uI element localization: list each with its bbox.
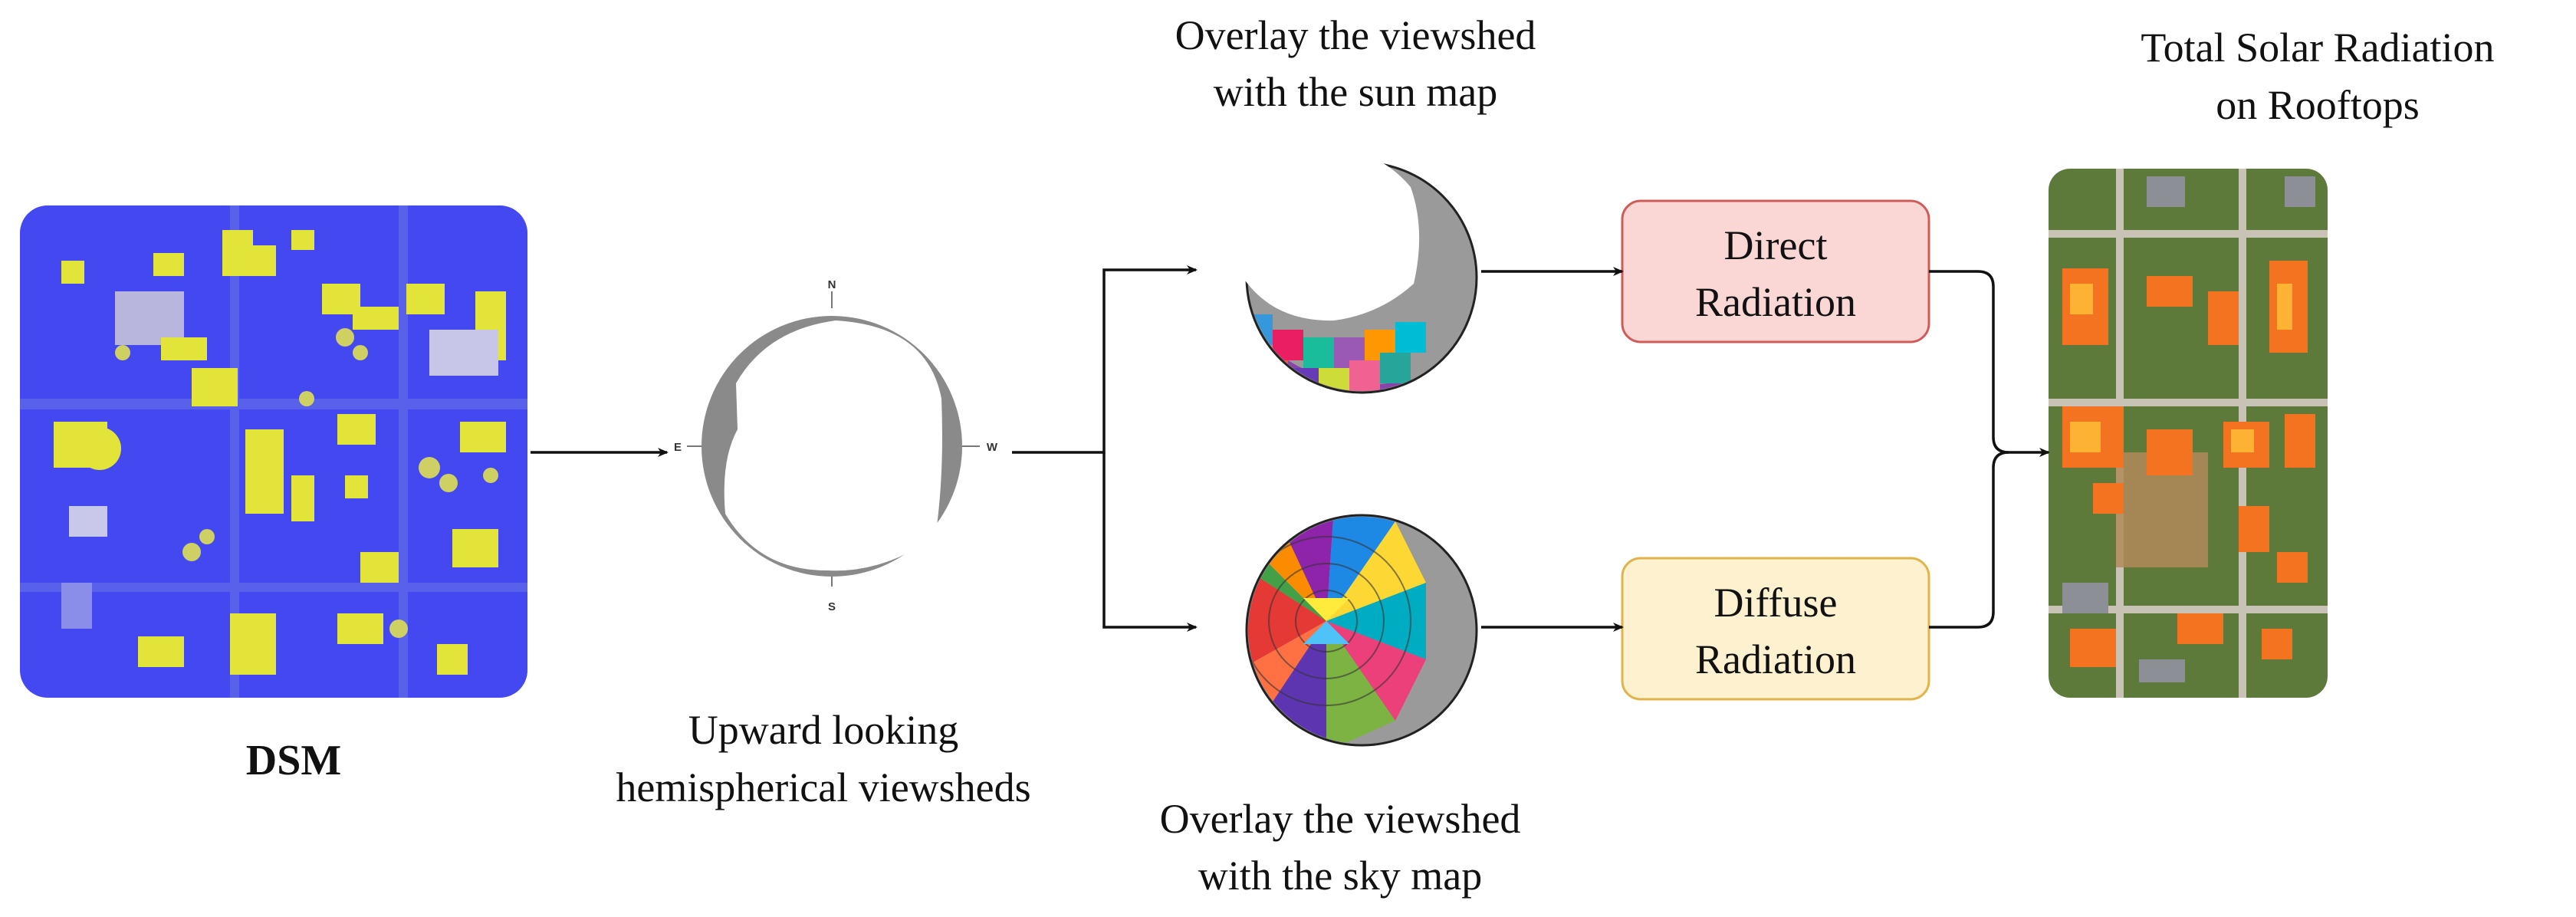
sun-map-title-line1: Overlay the viewshed (1175, 12, 1536, 58)
dsm-label: DSM (246, 737, 341, 784)
diffuse-label-line1: Diffuse (1714, 580, 1838, 626)
direct-label-line1: Direct (1724, 222, 1828, 268)
sun-map-title-line2: with the sun map (1214, 69, 1497, 115)
aerial-peak-highlights (2070, 284, 2292, 452)
sky-map-overlay: Overlay the viewshed with the sky map (1160, 514, 1521, 899)
result-title-line2: on Rooftops (2216, 82, 2420, 128)
viewshed-open-sky (724, 320, 942, 571)
compass-east: E (674, 441, 682, 454)
dsm-image: DSM (20, 205, 527, 784)
rooftop-radiation-map: Total Solar Radiation on Rooftops (2049, 25, 2495, 698)
direct-radiation-box: Direct Radiation (1621, 199, 1930, 343)
viewshed-caption-line2: hemispherical viewsheds (616, 764, 1030, 810)
sun-map-open-sky (1231, 144, 1420, 321)
sky-map-sectors (1248, 517, 1426, 744)
compass-west: W (987, 441, 998, 454)
compass-south: S (828, 600, 836, 613)
arrow-viewshed-to-sun-map (1012, 265, 1198, 454)
viewshed-hemisphere: N S E W Upward looking hemispherical vie… (616, 278, 1030, 810)
aerial-hot-roofs (2062, 261, 2315, 667)
arrow-viewshed-to-sky-map (1102, 452, 1198, 632)
sky-map-caption-line2: with the sky map (1198, 853, 1482, 899)
aerial-gray-roofs (2062, 176, 2315, 682)
result-title-line1: Total Solar Radiation (2141, 25, 2494, 71)
diffuse-label-line2: Radiation (1695, 636, 1856, 682)
sun-map-overlay: Overlay the viewshed with the sun map (1175, 12, 1536, 394)
viewshed-caption-line1: Upward looking (688, 707, 958, 753)
arrow-direct-to-total (1929, 270, 2050, 457)
compass-north: N (828, 278, 836, 291)
diffuse-radiation-box: Diffuse Radiation (1621, 557, 1930, 701)
sky-map-caption-line1: Overlay the viewshed (1160, 796, 1521, 842)
arrow-diffuse-to-total (1929, 451, 2009, 629)
direct-label-line2: Radiation (1695, 279, 1856, 325)
dsm-buildings (54, 230, 506, 675)
dsm-trees (115, 328, 498, 638)
dsm-roads (20, 205, 527, 698)
flow-arrows (531, 265, 2050, 632)
